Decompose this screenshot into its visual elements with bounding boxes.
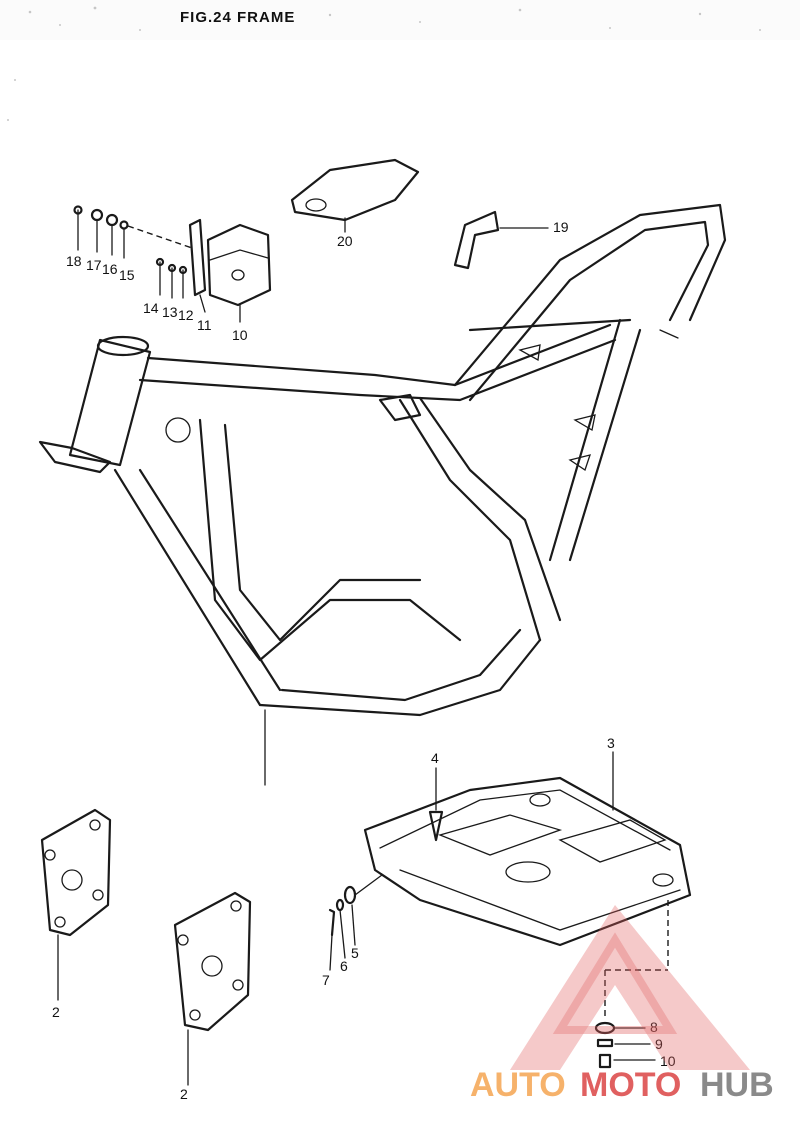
frame-assembly [38,203,727,717]
watermark-text-hub: HUB [700,1066,774,1104]
callout-2-left: 2 [52,1004,60,1020]
callout-10: 10 [660,1053,676,1069]
callout-8: 8 [650,1019,658,1035]
part-2-plate-right [173,891,252,1086]
callout-3: 3 [607,735,615,751]
callout-2-right: 2 [180,1086,188,1102]
callout-19: 18 [66,253,82,269]
callout-7: 7 [322,972,330,988]
scan-noise [0,0,800,121]
part-11-coil [206,223,272,323]
callout-13: 12 [178,307,194,323]
callout-5: 5 [351,945,359,961]
callout-11: 10 [232,327,248,343]
callout-20: 19 [553,219,569,235]
part-12-bracket [188,218,207,313]
callout-16: 15 [119,267,135,283]
part-2-plate-left [40,808,112,1001]
watermark-text-auto: AUTO [470,1066,566,1104]
callout-9: 9 [655,1036,663,1052]
callout-6: 6 [340,958,348,974]
callout-14: 13 [162,304,178,320]
part-4-bolt [428,767,444,842]
callout-15: 14 [143,300,159,316]
part-3-skid-plate [363,751,692,947]
figure-title: FIG.24 FRAME [180,9,295,26]
hardware-5-7 [328,874,383,971]
watermark-logo [510,905,750,1070]
callout-17: 16 [102,261,118,277]
part-20-strap [453,210,549,270]
hardware-13-15 [155,257,188,299]
watermark-text-moto: MOTO [580,1066,681,1104]
callout-4: 4 [431,750,439,766]
part-21-cover [290,158,420,233]
hardware-16-19 [73,205,193,259]
hardware-8-10 [594,900,669,1069]
callout-12: 11 [197,317,212,333]
callout-18: 17 [86,257,102,273]
callout-21: 20 [337,233,353,249]
